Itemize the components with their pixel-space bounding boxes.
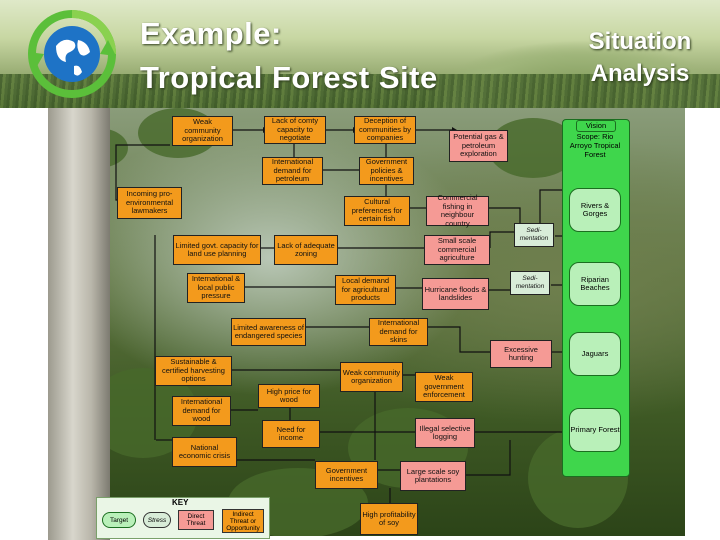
vision-label: Vision: [576, 120, 616, 132]
factor-intl-demand-petroleum[interactable]: International demand for petroleum: [262, 157, 323, 185]
scope-label: Scope: Rio Arroyo Tropical Forest: [566, 132, 624, 164]
factor-high-profitability-soy[interactable]: High profitability of soy: [360, 503, 418, 535]
target-rivers-gorges[interactable]: Rivers & Gorges: [569, 188, 621, 232]
key-title: KEY: [172, 498, 188, 507]
factor-sustainable-harvesting[interactable]: Sustainable & certified harvesting optio…: [155, 356, 232, 386]
factor-cultural-preferences[interactable]: Cultural preferences for certain fish: [344, 196, 410, 226]
threat-excessive-hunting[interactable]: Excessive hunting: [490, 340, 552, 368]
factor-government-incentives[interactable]: Government incentives: [315, 461, 378, 489]
factor-government-policies[interactable]: Government policies & incentives: [359, 157, 414, 185]
stress-sedimentation-1[interactable]: Sedi-mentation: [514, 223, 554, 247]
threat-illegal-logging[interactable]: Illegal selective logging: [415, 418, 475, 448]
factor-local-demand-agricultural[interactable]: Local demand for agricultural products: [335, 275, 396, 305]
key-target: Target: [102, 512, 136, 528]
key-indirect-threat: Indirect Threat or Opportunity: [222, 509, 264, 533]
factor-weak-government-enforcement[interactable]: Weak government enforcement: [415, 372, 473, 402]
factor-deception-communities[interactable]: Deception of communities by companies: [354, 116, 416, 144]
factor-intl-demand-wood[interactable]: International demand for wood: [172, 396, 231, 426]
factor-need-for-income[interactable]: Need for income: [262, 420, 320, 448]
key-direct-threat: Direct Threat: [178, 510, 214, 530]
factor-incoming-lawmakers[interactable]: Incoming pro-environmental lawmakers: [117, 187, 182, 219]
factor-limited-govt-capacity[interactable]: Limited govt. capacity for land use plan…: [173, 235, 261, 265]
factor-intl-local-pressure[interactable]: International & local public pressure: [187, 273, 245, 303]
threat-hurricane-floods[interactable]: Hurricane floods & landslides: [422, 278, 489, 310]
stress-sedimentation-2[interactable]: Sedi-mentation: [510, 271, 550, 295]
factor-weak-community-organization-2[interactable]: Weak community organization: [340, 362, 403, 392]
threat-commercial-fishing[interactable]: Commercial fishing in neighbour country: [426, 196, 489, 226]
factor-limited-awareness[interactable]: Limited awareness of endangered species: [231, 318, 306, 346]
threat-soy-plantations[interactable]: Large scale soy plantations: [400, 461, 466, 491]
threat-small-scale-agriculture[interactable]: Small scale commercial agriculture: [424, 235, 490, 265]
factor-lack-comty-capacity[interactable]: Lack of comty capacity to negotiate: [264, 116, 326, 144]
factor-weak-community-organization[interactable]: Weak community organization: [172, 116, 233, 146]
target-riparian-beaches[interactable]: Riparian Beaches: [569, 262, 621, 306]
target-jaguars[interactable]: Jaguars: [569, 332, 621, 376]
factor-lack-adequate-zoning[interactable]: Lack of adequate zoning: [274, 235, 338, 265]
key-stress: Stress: [143, 512, 171, 528]
threat-potential-gas-petroleum[interactable]: Potential gas & petroleum exploration: [449, 130, 508, 162]
factor-high-price-wood[interactable]: High price for wood: [258, 384, 320, 408]
target-primary-forest[interactable]: Primary Forest: [569, 408, 621, 452]
factor-national-economic-crisis[interactable]: National economic crisis: [172, 437, 237, 467]
factor-intl-demand-skins[interactable]: International demand for skins: [369, 318, 428, 346]
